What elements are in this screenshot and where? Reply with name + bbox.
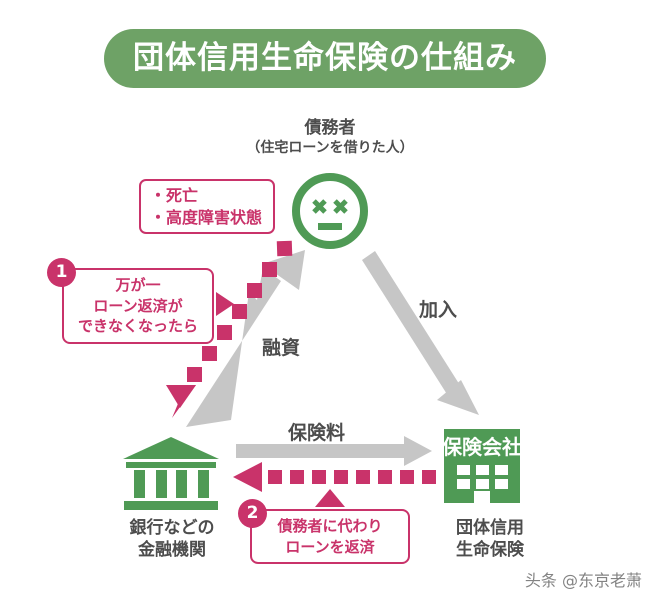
insurer-building-label: 保険会社 [441,435,522,459]
bank-caption-line2: 金融機関 [138,539,206,560]
flow-label-join: 加入 [419,299,458,321]
bank-building-icon [122,437,220,511]
insurer-caption-line2: 生命保険 [456,539,524,560]
watermark: 头条 @东京老萧 [524,571,642,590]
callout2-line1: 債務者に代わり [277,516,383,535]
condition-line2: ・高度障害状態 [150,207,263,227]
callout-box-2: 債務者に代わり ローンを返済 [250,509,410,564]
flow-label-premium: 保険料 [288,422,346,444]
condition-line1: ・死亡 [150,185,199,205]
office-building-icon: 保険会社 [441,429,523,511]
page-title: 団体信用生命保険の仕組み [133,40,517,76]
join-arrow-gray [362,251,479,415]
dead-face-icon [292,173,368,249]
bank-caption-line1: 銀行などの [129,518,215,538]
bank-caption: 銀行などの 金融機関 [92,518,252,562]
callout-box-1: 万が一 ローン返済が できなくなったら [62,268,214,344]
debtor-caption-line2: （住宅ローンを借りた人） [246,139,414,156]
callout1-line3: できなくなったら [77,317,198,336]
callout1-pointer [216,292,234,316]
flow-label-loan: 融資 [262,337,301,359]
callout2-number-badge: 2 [238,499,267,528]
callout1-line2: ローン返済が [93,296,183,315]
insurer-caption-line1: 団体信用 [456,518,524,538]
callout1-line1: 万が一 [115,275,161,294]
callout1-number-badge: 1 [47,258,76,287]
page-title-banner: 団体信用生命保険の仕組み [104,29,546,88]
debtor-caption-line1: 債務者 [304,118,356,138]
repayment-arrow-pink [233,462,436,507]
callout2-line2: ローンを返済 [285,537,375,556]
debtor-caption: 債務者 （住宅ローンを借りた人） [225,118,435,158]
condition-box: ・死亡 ・高度障害状態 [139,179,275,234]
insurer-caption: 団体信用 生命保険 [410,518,570,562]
